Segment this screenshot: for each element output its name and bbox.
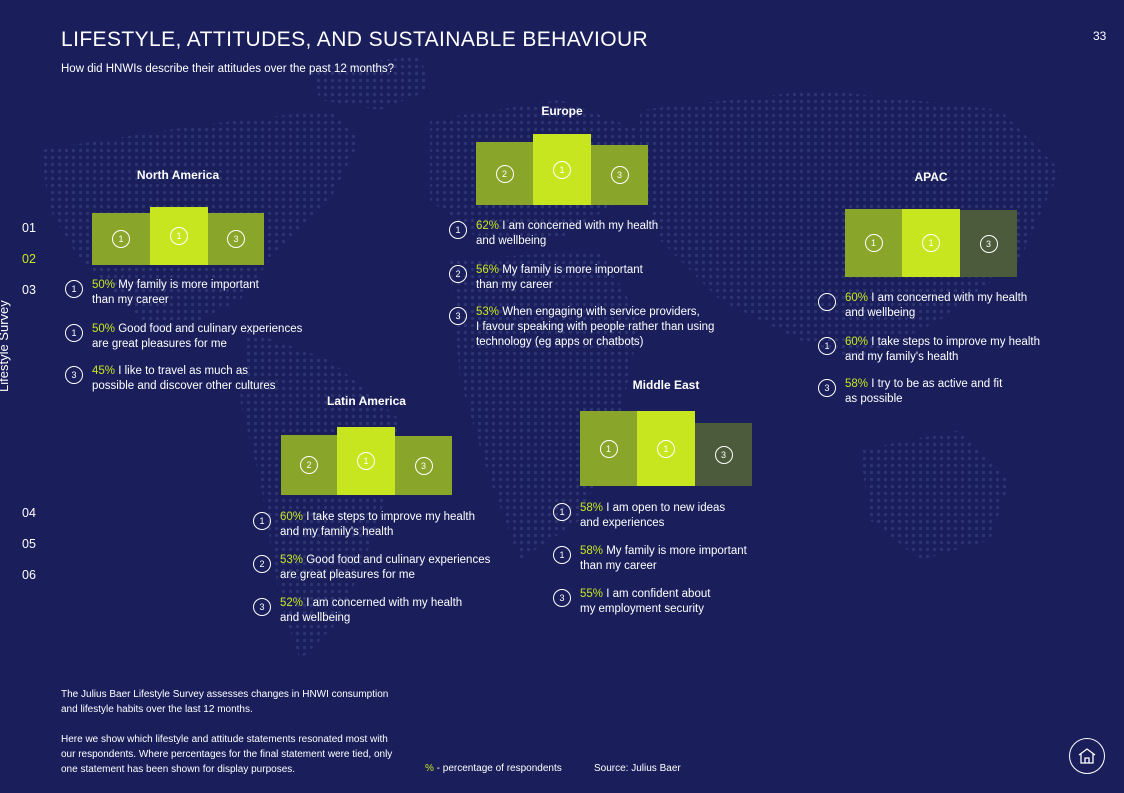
region-middle-east-title: Middle East: [632, 378, 700, 392]
nav-item-02[interactable]: 02: [22, 252, 36, 266]
region-europe-title: Europe: [541, 104, 583, 118]
nav-item-06[interactable]: 06: [22, 568, 36, 582]
home-icon: [1078, 748, 1096, 764]
na-bar-1: 1: [92, 213, 150, 265]
page-subtitle: How did HNWIs describe their attitudes o…: [61, 63, 395, 75]
me-bar-3: 3: [695, 423, 752, 486]
nav-item-03[interactable]: 03: [22, 283, 36, 297]
apac-bar-1: 1: [845, 209, 902, 277]
la-bar-3: 3: [395, 436, 452, 495]
apac-bar-2: 1: [902, 209, 960, 277]
page-title: LIFESTYLE, ATTITUDES, AND SUSTAINABLE BE…: [61, 28, 649, 51]
region-north-america-title: North America: [136, 168, 220, 182]
nav-item-04[interactable]: 04: [22, 506, 36, 520]
nav-item-05[interactable]: 05: [22, 537, 36, 551]
page-number: 33: [1093, 29, 1107, 43]
footnote-paragraph-1: The Julius Baer Lifestyle Survey assesse…: [61, 689, 389, 715]
la-bar-2: 1: [337, 427, 395, 495]
percentage-legend: % - percentage of respondents: [425, 763, 562, 774]
region-latin-america-title: Latin America: [327, 394, 406, 408]
na-bar-3: 3: [208, 213, 264, 265]
survey-footnote: The Julius Baer Lifestyle Survey assesse…: [61, 687, 401, 777]
source-credit: Source: Julius Baer: [594, 763, 681, 774]
eu-bar-2: 1: [533, 134, 591, 205]
home-button[interactable]: [1069, 738, 1105, 774]
me-bar-1: 1: [580, 411, 637, 486]
me-bar-2: 1: [637, 411, 695, 486]
region-apac-title: APAC: [914, 170, 948, 184]
nav-item-01[interactable]: 01: [22, 221, 36, 235]
eu-bar-1: 2: [476, 142, 533, 205]
na-bar-2: 1: [150, 207, 208, 265]
section-vertical-label: Lifestyle Survey: [0, 300, 11, 392]
la-bar-1: 2: [281, 435, 337, 495]
footnote-paragraph-2: Here we show which lifestyle and attitud…: [61, 734, 393, 775]
apac-bar-3: 3: [960, 210, 1017, 277]
eu-bar-3: 3: [591, 145, 648, 205]
